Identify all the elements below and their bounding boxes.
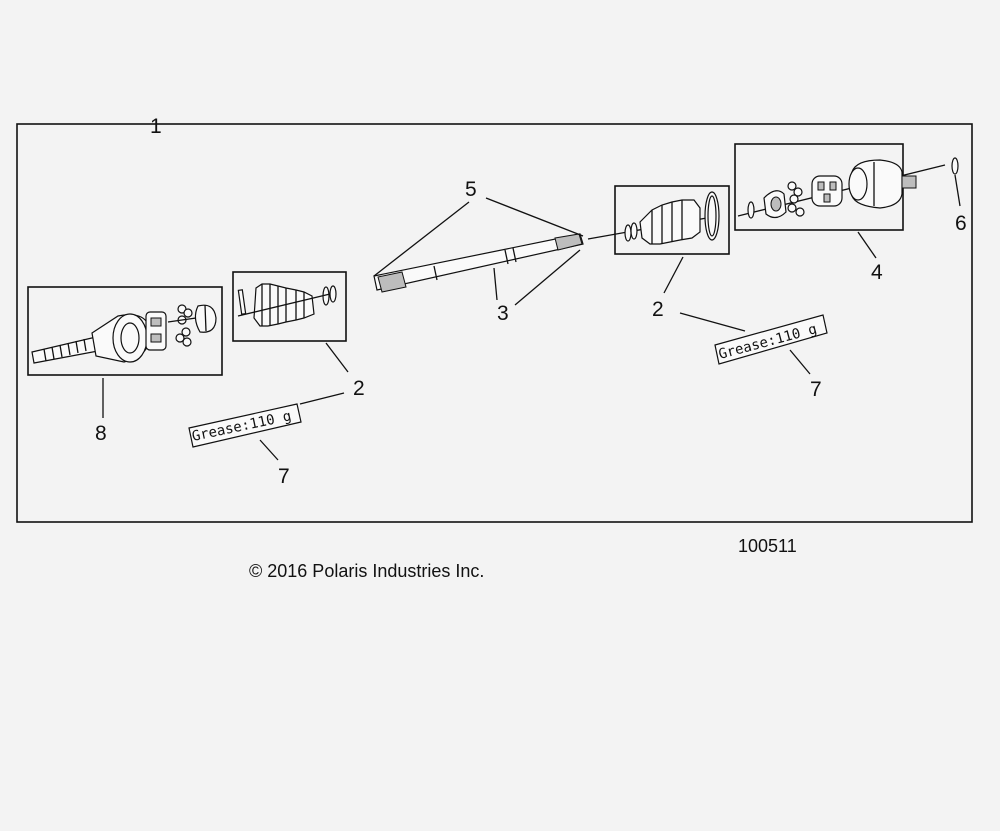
leader-5-b bbox=[485, 197, 584, 237]
assembly-frame bbox=[16, 123, 973, 523]
leader-2-right bbox=[663, 256, 684, 294]
inner-joint-cage bbox=[145, 311, 167, 351]
grease-tag-left: Grease:110 g bbox=[188, 403, 302, 448]
inner-joint-housing bbox=[91, 313, 151, 363]
leader-7-right bbox=[789, 349, 811, 375]
inner-joint-group bbox=[27, 286, 223, 376]
callout-7-left: 7 bbox=[278, 465, 290, 488]
leader-7-right-top bbox=[679, 312, 746, 332]
leader-5-a bbox=[373, 201, 470, 277]
callout-6: 6 bbox=[955, 212, 967, 235]
grease-tag-right: Grease:110 g bbox=[714, 314, 828, 365]
copyright-text: © 2016 Polaris Industries Inc. bbox=[249, 561, 484, 581]
outer-joint-housing bbox=[848, 159, 917, 209]
boot-box-right bbox=[614, 185, 730, 255]
leader-3-a bbox=[493, 267, 498, 301]
callout-2-right: 2 bbox=[652, 298, 664, 321]
callout-5: 5 bbox=[465, 178, 477, 201]
snap-ring-part bbox=[951, 157, 959, 175]
boot-box-left bbox=[232, 271, 347, 342]
callout-4: 4 bbox=[871, 261, 883, 284]
inner-joint-stub-shaft bbox=[31, 336, 99, 364]
callout-3: 3 bbox=[497, 302, 509, 325]
callout-2-left: 2 bbox=[353, 377, 365, 400]
boot-group-right bbox=[587, 185, 730, 255]
leader-2-left bbox=[325, 342, 349, 373]
callout-1: 1 bbox=[150, 115, 162, 138]
leader-4 bbox=[857, 231, 877, 259]
inner-joint-box bbox=[27, 286, 223, 376]
outer-joint-group bbox=[734, 143, 946, 231]
figure-number: 100511 bbox=[738, 536, 797, 556]
boot-group-left bbox=[232, 271, 347, 342]
outer-joint-cage bbox=[811, 175, 843, 207]
callout-7-right: 7 bbox=[810, 378, 822, 401]
grease-label-left: Grease:110 g bbox=[191, 408, 293, 445]
inner-joint-balls bbox=[175, 304, 193, 347]
outer-joint-balls bbox=[787, 181, 805, 217]
half-shaft bbox=[373, 233, 584, 293]
outer-joint-race bbox=[763, 190, 787, 219]
leader-7-left bbox=[259, 439, 279, 461]
leader-6 bbox=[954, 174, 961, 207]
callout-8: 8 bbox=[95, 422, 107, 445]
inner-joint-race bbox=[194, 304, 217, 333]
leader-7-left-top bbox=[299, 392, 345, 405]
boot-right bbox=[639, 199, 701, 245]
leader-3-b bbox=[514, 249, 581, 306]
